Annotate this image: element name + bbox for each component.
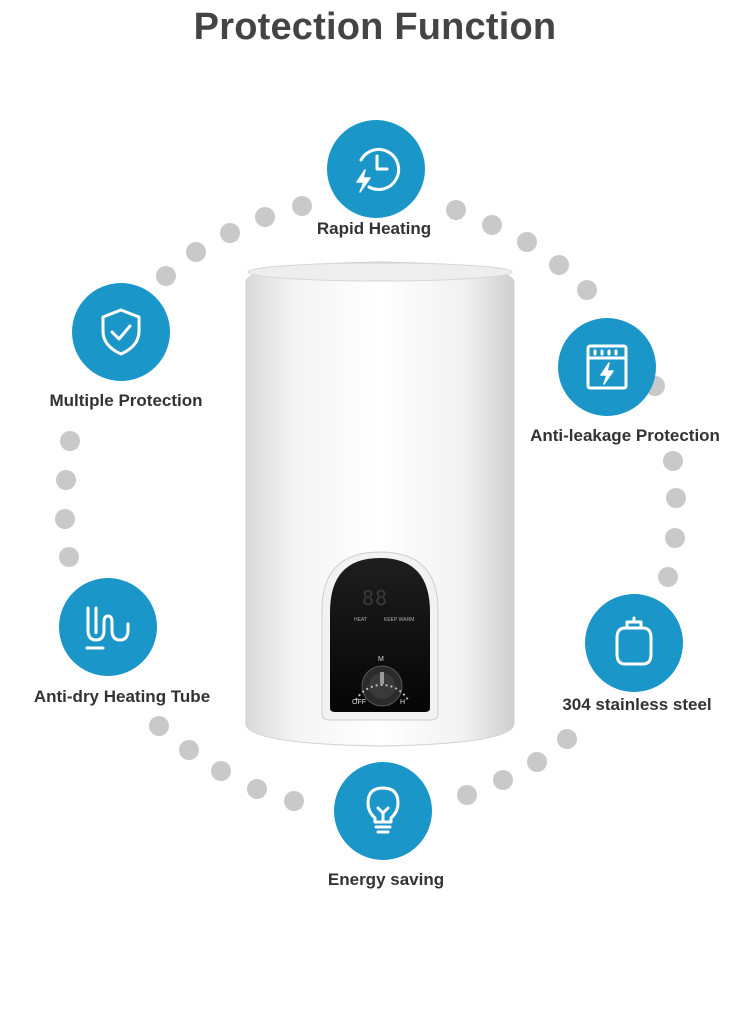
feature-stainless-steel-badge <box>585 594 683 692</box>
decorative-dot <box>186 242 206 262</box>
lightbulb-icon <box>366 786 400 834</box>
heater-left-label: HEAT <box>354 617 367 623</box>
decorative-dot <box>179 740 199 760</box>
feature-rapid-heating-badge <box>327 120 425 218</box>
feature-label: Energy saving <box>327 870 445 889</box>
decorative-dot <box>149 716 169 736</box>
decorative-dot <box>577 280 597 300</box>
feature-label: 304 stainless steel <box>562 695 712 714</box>
feature-energy-saving-badge <box>334 762 432 860</box>
decorative-dot <box>56 470 76 490</box>
feature-label: Multiple Protection <box>49 391 203 410</box>
heater-right-label: KEEP WARM <box>384 617 415 623</box>
decorative-dot <box>557 729 577 749</box>
feature-anti-leakage-badge <box>558 318 656 416</box>
decorative-dot <box>284 791 304 811</box>
feature-multiple-protection-badge <box>72 283 170 381</box>
decorative-dot <box>663 451 683 471</box>
decorative-dot <box>665 528 685 548</box>
heating-tube-icon <box>85 606 130 650</box>
clock-bolt-icon <box>356 147 401 193</box>
decorative-dot <box>156 266 176 286</box>
decorative-dot <box>292 196 312 216</box>
feature-label: Anti-dry Heating Tube <box>33 687 211 706</box>
decorative-dot <box>255 207 275 227</box>
decorative-dot <box>59 547 79 567</box>
decorative-dot <box>457 785 477 805</box>
dial-high-label: H <box>400 699 406 706</box>
decorative-dot <box>446 200 466 220</box>
decorative-dot <box>517 232 537 252</box>
dial-mid-label: M <box>378 656 384 663</box>
decorative-dot <box>211 761 231 781</box>
decorative-dot <box>60 431 80 451</box>
feature-anti-dry-badge <box>59 578 157 676</box>
decorative-dot <box>493 770 513 790</box>
decorative-dot <box>55 509 75 529</box>
decorative-dot <box>658 567 678 587</box>
decorative-dot <box>666 488 686 508</box>
shield-check-icon <box>101 308 141 356</box>
feature-label: Rapid Heating <box>316 219 432 238</box>
decorative-dot <box>527 752 547 772</box>
decorative-dot <box>220 223 240 243</box>
electric-box-icon <box>586 344 628 390</box>
feature-label: Anti-leakage Protection <box>530 426 720 445</box>
dial-off-label: OFF <box>352 699 366 706</box>
heater-display: 88 <box>362 586 389 610</box>
decorative-dot <box>247 779 267 799</box>
tank-icon <box>615 616 653 666</box>
page-title: Protection Function <box>193 6 557 48</box>
decorative-dot <box>549 255 569 275</box>
decorative-dot <box>482 215 502 235</box>
